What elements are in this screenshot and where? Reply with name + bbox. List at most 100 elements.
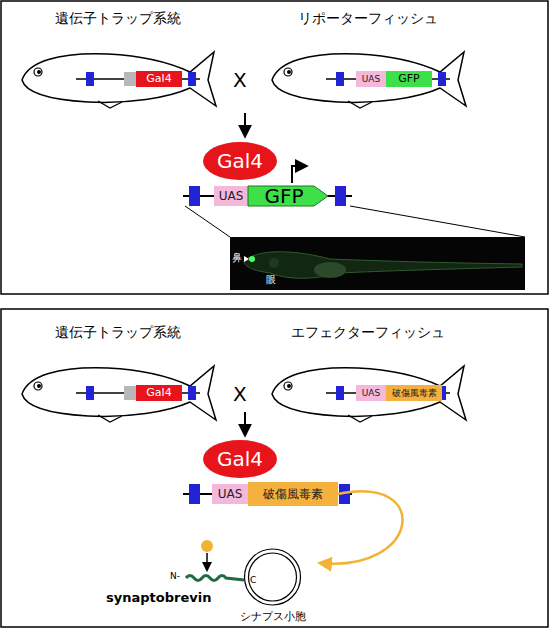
trapped-exon: [124, 386, 136, 400]
fish-fin: [98, 101, 122, 108]
fish-fin: [98, 415, 122, 422]
gene-box: [136, 71, 182, 87]
strain-heading: 遺伝子トラップ系統: [18, 324, 218, 342]
protein-ellipse: [203, 440, 277, 478]
gal4-gene: Gal4: [136, 71, 182, 87]
fish-eye: [284, 382, 292, 390]
transposon-end: [336, 72, 344, 86]
uas-element: UAS: [356, 385, 386, 401]
gal4-protein: Gal4: [203, 142, 277, 180]
fish-body: [22, 52, 216, 106]
transposon-end: [188, 386, 196, 400]
trap-fish: 遺伝子トラップ系統Gal4: [18, 358, 218, 424]
uas-element: UAS: [212, 484, 248, 504]
cross-arrow: [244, 113, 246, 136]
gene-label: 破傷風毒素: [386, 385, 442, 401]
protein-ellipse: [203, 142, 277, 180]
fish-eye: [34, 382, 42, 390]
fish-pupil: [37, 384, 41, 388]
transposon-end: [189, 186, 200, 206]
fish-body: [272, 366, 466, 420]
gene-label: Gal4: [136, 71, 182, 87]
panel-frame: [1, 1, 548, 294]
fish-pupil: [287, 384, 291, 388]
gal4-gene: Gal4: [136, 385, 182, 401]
trap-fish: 遺伝子トラップ系統Gal4: [18, 44, 218, 110]
trap-fish-outline: [18, 358, 218, 424]
gene-label: GFP: [386, 71, 432, 87]
fish-eye: [34, 68, 42, 76]
larva-eye: [269, 258, 279, 268]
photo-label: 眼: [266, 273, 276, 287]
vesicle-inner: [249, 553, 297, 601]
trap-fish-outline: [18, 44, 218, 110]
strain-heading: エフェクターフィッシュ: [268, 324, 468, 342]
larva-silhouette: [244, 252, 522, 279]
vesicle-label: シナプス小胞: [225, 609, 320, 624]
transposon-end: [188, 72, 196, 86]
transposon-end: [339, 484, 350, 504]
zoom-line: [185, 206, 230, 237]
gfp-gene: GFP: [386, 71, 432, 87]
fish-body: [272, 52, 466, 106]
gene-label: UAS: [214, 186, 248, 206]
gene-label: GFP: [248, 183, 320, 209]
fish-pupil: [287, 70, 291, 74]
cross-arrow: [244, 412, 246, 435]
effector-fish: エフェクターフィッシュUAS破傷風毒素: [268, 358, 468, 424]
promoter-arrow: [292, 166, 306, 183]
toxin-gene: 破傷風毒素: [386, 385, 442, 401]
gene-box: [356, 385, 386, 401]
uas-element: UAS: [356, 71, 386, 87]
action-arrow: [320, 491, 403, 563]
gal4-protein: Gal4: [203, 440, 277, 478]
trapped-exon: [124, 72, 136, 86]
cleavage-arrow: [206, 553, 208, 570]
gene-label: 破傷風毒素: [248, 482, 338, 506]
strain-heading: リポーターフィッシュ: [268, 10, 468, 28]
gene-box: [386, 385, 442, 401]
gene-label: UAS: [356, 385, 386, 401]
transposon-end: [189, 484, 200, 504]
fish-eye: [284, 68, 292, 76]
fish-pupil: [37, 70, 41, 74]
protein-label: Gal4: [203, 440, 277, 478]
fish-body: [22, 366, 216, 420]
cross-sign: X: [233, 382, 247, 406]
gene-box: [136, 385, 182, 401]
gene-label: UAS: [212, 484, 248, 504]
terminal-label: N-: [170, 571, 180, 581]
transposon-end: [438, 72, 446, 86]
gfp-gene: GFP: [248, 183, 328, 209]
photo-background: [230, 237, 525, 290]
transposon-end: [335, 186, 346, 206]
yolk-sac: [314, 262, 346, 278]
fish-fin: [348, 415, 372, 422]
toxin-molecule: [201, 540, 213, 552]
nose-signal: [249, 256, 255, 262]
gene-box: [212, 484, 248, 504]
reporter-fish: リポーターフィッシュUASGFP: [268, 44, 468, 110]
larva-photo: 鼻眼: [230, 237, 525, 290]
vesicle-outer: [245, 549, 301, 605]
gene-box: [356, 71, 386, 87]
gene-box: [248, 482, 338, 506]
strain-heading: 遺伝子トラップ系統: [18, 10, 218, 28]
cross-sign: X: [233, 68, 247, 92]
photo-label: 鼻: [232, 251, 242, 265]
zoom-line: [350, 206, 525, 237]
gene-label: Gal4: [136, 385, 182, 401]
transposon-end: [86, 72, 94, 86]
transposon-end: [86, 386, 94, 400]
gene-box: [214, 186, 248, 206]
toxin-gene: 破傷風毒素: [248, 482, 338, 506]
synaptobrevin-protein: [186, 576, 244, 581]
terminal-label: C: [250, 575, 256, 585]
synaptic-vesicle: シナプス小胞: [225, 545, 320, 625]
protein-label: Gal4: [203, 142, 277, 180]
uas-element: UAS: [214, 186, 248, 206]
gene-label: UAS: [356, 71, 386, 87]
